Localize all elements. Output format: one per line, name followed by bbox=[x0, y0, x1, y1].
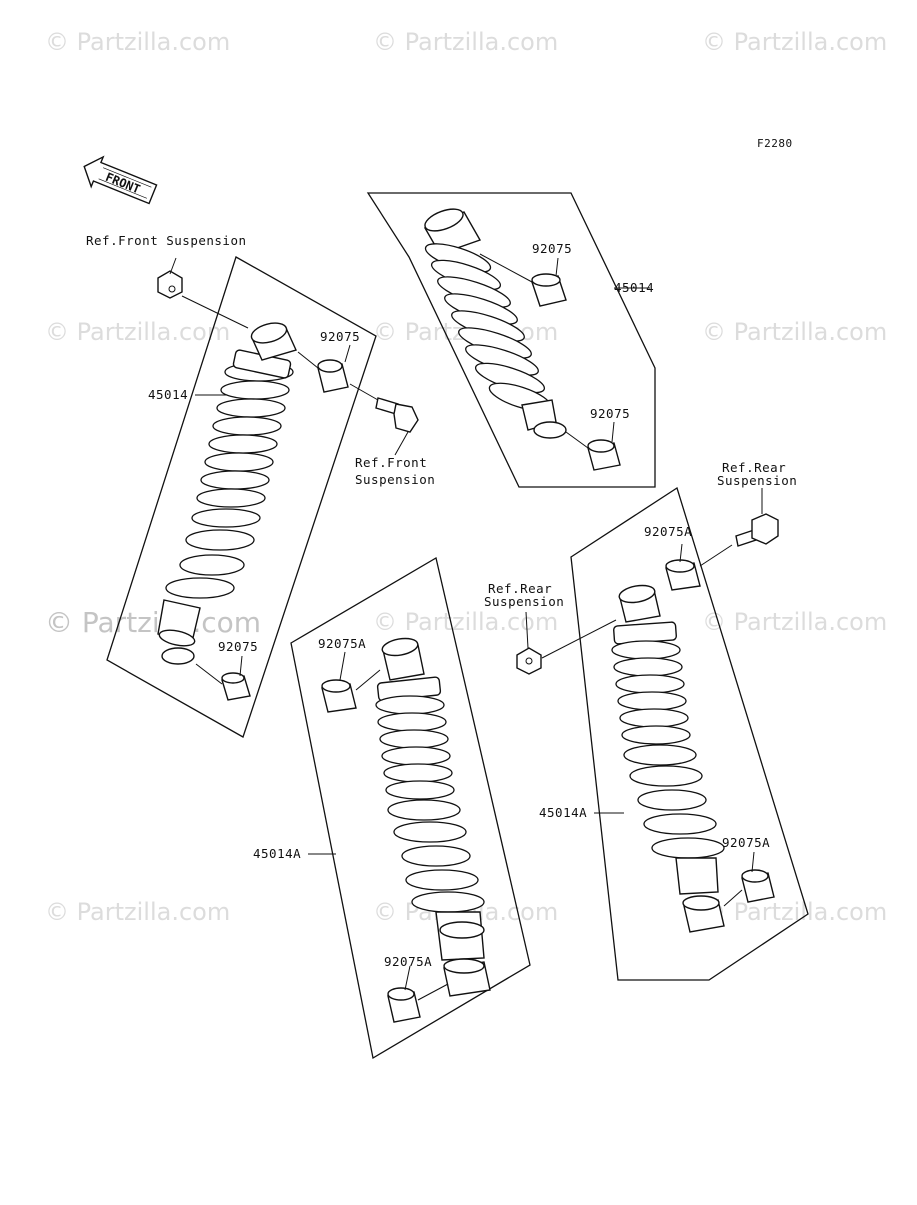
assembly-frame bbox=[366, 192, 656, 488]
assembly-frame bbox=[570, 486, 809, 981]
label-92075: 92075 bbox=[532, 241, 572, 256]
label-ref-front: Ref.Front bbox=[355, 455, 427, 470]
label-suspension: Suspension bbox=[355, 472, 435, 487]
watermark: © Partzilla.com bbox=[45, 28, 230, 56]
label-45014A: 45014A bbox=[539, 805, 587, 820]
label-92075: 92075 bbox=[218, 639, 258, 654]
label-suspension: Suspension bbox=[484, 594, 564, 609]
watermark-main: © Partzilla.com bbox=[45, 606, 261, 639]
label-ref-rear: Ref.Rear bbox=[488, 581, 552, 596]
bushing-92075A-lower bbox=[387, 987, 421, 1023]
shock-assembly-front-left bbox=[106, 256, 419, 738]
label-92075: 92075 bbox=[320, 329, 360, 344]
shock-assembly-rear-right bbox=[516, 486, 809, 981]
watermark: © Partzilla.com bbox=[702, 318, 887, 346]
label-45014: 45014 bbox=[148, 387, 188, 402]
label-suspension: Suspension bbox=[717, 473, 797, 488]
bolt-icon bbox=[735, 513, 779, 547]
upper-mount-eye bbox=[250, 322, 297, 361]
bushing-92075A-upper bbox=[665, 559, 701, 591]
label-92075A: 92075A bbox=[384, 954, 432, 969]
bushing-92075A-lower bbox=[741, 869, 775, 903]
damper-body bbox=[675, 857, 719, 895]
upper-mount-eye bbox=[618, 584, 661, 623]
bushing-92075-upper bbox=[531, 273, 567, 307]
label-92075A: 92075A bbox=[722, 835, 770, 850]
label-92075A: 92075A bbox=[644, 524, 692, 539]
watermark: © Partzilla.com bbox=[702, 28, 887, 56]
watermark: © Partzilla.com bbox=[373, 608, 558, 636]
watermark: © Partzilla.com bbox=[702, 898, 887, 926]
lower-mount-eye bbox=[443, 958, 491, 997]
label-92075A: 92075A bbox=[318, 636, 366, 651]
lower-mount-eye bbox=[533, 421, 567, 439]
label-45014A: 45014A bbox=[253, 846, 301, 861]
nut-icon bbox=[157, 270, 183, 299]
nut-icon bbox=[516, 647, 542, 675]
coil-spring bbox=[611, 640, 725, 859]
assembly-frame bbox=[106, 256, 377, 738]
bushing-92075-lower bbox=[221, 672, 251, 701]
bushing-92075-upper bbox=[317, 359, 349, 393]
shock-assembly-rear-left bbox=[290, 556, 531, 1060]
assembly-frame bbox=[290, 556, 531, 1060]
lower-mount-eye bbox=[682, 895, 725, 933]
lower-mount-eye bbox=[161, 647, 195, 665]
shock-assembly-front-right bbox=[366, 192, 656, 488]
label-ref-rear: Ref.Rear bbox=[722, 460, 786, 475]
watermark: © Partzilla.com bbox=[45, 898, 230, 926]
label-ref-front-suspension: Ref.Front Suspension bbox=[86, 233, 247, 248]
watermark: © Partzilla.com bbox=[373, 28, 558, 56]
bushing-92075-lower bbox=[587, 439, 621, 471]
front-arrow-icon: FRONT bbox=[83, 155, 158, 205]
coil-spring bbox=[424, 243, 552, 412]
bolt-icon bbox=[375, 397, 419, 433]
bushing-92075A-upper bbox=[321, 679, 357, 713]
upper-mount-eye bbox=[381, 637, 425, 681]
label-45014: 45014 bbox=[614, 280, 654, 295]
watermark: © Partzilla.com bbox=[702, 608, 887, 636]
diagram-code: F2280 bbox=[757, 137, 793, 150]
coil-spring bbox=[375, 695, 485, 913]
label-92075: 92075 bbox=[590, 406, 630, 421]
watermark: © Partzilla.com bbox=[45, 318, 230, 346]
